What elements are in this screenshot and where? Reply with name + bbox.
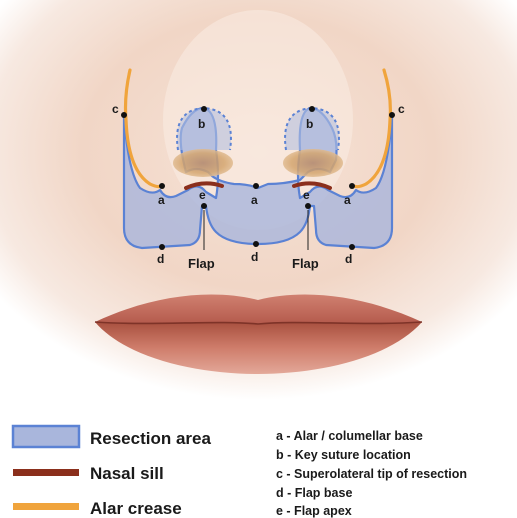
label-e-left: e (199, 188, 206, 202)
key-a: a - Alar / columellar base (276, 429, 423, 443)
key-b: b - Key suture location (276, 448, 411, 462)
dot-a-left (159, 183, 165, 189)
label-a-center: a (251, 193, 258, 207)
dot-e-left (201, 203, 207, 209)
dot-a-center (253, 183, 259, 189)
label-b-right: b (306, 117, 313, 131)
dot-b-right (309, 106, 315, 112)
label-d-right: d (345, 252, 352, 266)
dot-c-right (389, 112, 395, 118)
flap-label-left: Flap (188, 256, 215, 271)
dot-d-right (349, 244, 355, 250)
key-d: d - Flap base (276, 486, 352, 500)
label-b-left: b (198, 117, 205, 131)
key-c: c - Superolateral tip of resection (276, 467, 467, 481)
dot-e-right (305, 203, 311, 209)
legend-swatch-nasal-sill (13, 469, 79, 476)
legend: Resection area Nasal sill Alar crease (13, 426, 211, 518)
label-d-left: d (157, 252, 164, 266)
key-e: e - Flap apex (276, 504, 352, 518)
legend-label-alar-crease: Alar crease (90, 499, 182, 518)
label-c-left: c (112, 102, 119, 116)
dot-d-center (253, 241, 259, 247)
dot-a-right (349, 183, 355, 189)
flap-label-right: Flap (292, 256, 319, 271)
dot-c-left (121, 112, 127, 118)
label-c-right: c (398, 102, 405, 116)
label-a-right: a (344, 193, 351, 207)
label-a-left: a (158, 193, 165, 207)
label-e-right: e (303, 188, 310, 202)
dot-b-left (201, 106, 207, 112)
label-d-center: d (251, 250, 258, 264)
legend-swatch-alar-crease (13, 503, 79, 510)
point-key: a - Alar / columellar base b - Key sutur… (276, 429, 467, 518)
legend-label-nasal-sill: Nasal sill (90, 464, 164, 483)
nostril-right (283, 149, 343, 177)
legend-swatch-resection (13, 426, 79, 447)
nostril-left (173, 149, 233, 177)
legend-label-resection: Resection area (90, 429, 211, 448)
dot-d-left (159, 244, 165, 250)
